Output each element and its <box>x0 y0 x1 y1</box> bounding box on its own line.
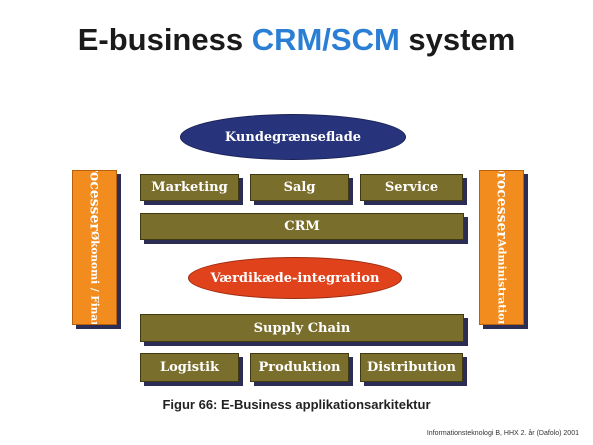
slide-title: E-business CRM/SCM system <box>0 22 593 58</box>
title-prefix: E-business <box>77 22 252 57</box>
right-support-sub: Administration / ledelse <box>495 238 508 325</box>
customer-interface-ellipse: Kundegrænseflade <box>180 114 406 160</box>
source-footer: Informationsteknologi B, HHX 2. år (Dafo… <box>426 430 579 437</box>
scm-module-distribution: Distribution <box>360 353 463 382</box>
customer-interface-label: Kundegrænseflade <box>224 129 362 145</box>
scm-module-label: Logistik <box>159 360 220 375</box>
title-accent: CRM/SCM <box>251 22 400 57</box>
supply-chain-label: Supply Chain <box>253 320 351 336</box>
crm-module-marketing: Marketing <box>140 174 239 201</box>
left-support-panel: Støtteprocesser Økonomi / Finanssystemer <box>72 170 117 325</box>
crm-module-salg: Salg <box>250 174 349 201</box>
scm-module-produktion: Produktion <box>250 353 349 382</box>
right-support-panel: Støtteprocesser Administration / ledelse <box>479 170 524 325</box>
figure-caption: Figur 66: E-Business applikationsarkitek… <box>162 397 431 412</box>
crm-module-service: Service <box>360 174 463 201</box>
left-support-heading: Støtteprocesser <box>87 171 103 231</box>
crm-module-label: Marketing <box>151 180 228 195</box>
right-support-heading: Støtteprocesser <box>493 170 510 239</box>
value-chain-label: Værdikæde-integration <box>210 270 380 286</box>
scm-module-label: Produktion <box>258 360 341 375</box>
value-chain-ellipse: Værdikæde-integration <box>188 257 402 299</box>
crm-bar: CRM <box>140 213 464 240</box>
title-suffix: system <box>399 22 516 57</box>
scm-module-label: Distribution <box>367 360 456 375</box>
supply-chain-bar: Supply Chain <box>140 314 464 342</box>
crm-label: CRM <box>284 219 320 234</box>
scm-module-logistik: Logistik <box>140 353 239 382</box>
crm-module-label: Salg <box>283 180 316 195</box>
left-support-sub: Økonomi / Finanssystemer <box>88 231 101 325</box>
crm-module-label: Service <box>384 180 439 195</box>
